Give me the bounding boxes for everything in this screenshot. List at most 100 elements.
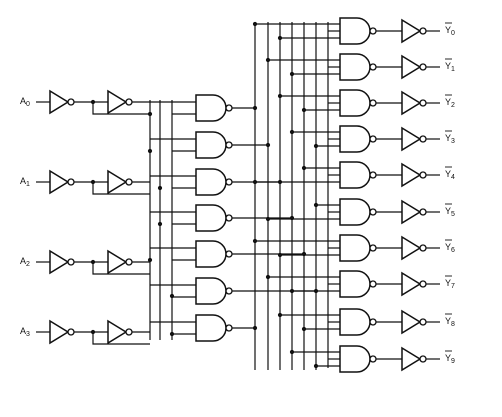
junction-dot (277, 252, 283, 258)
output-label-y9: Y9 (445, 353, 455, 365)
mid-nand-gate-0-bubble (225, 104, 233, 112)
labels: A0 A1 A2 A3 Y0 Y1 Y2 Y3 Y4 Y5 Y6 Y7 Y8 Y… (20, 22, 455, 365)
output-buffer-0 (401, 18, 422, 44)
junction-dot (313, 143, 319, 149)
junction-dot (289, 129, 295, 135)
inverter-2-a0 (107, 89, 128, 115)
junction-dot (277, 35, 283, 41)
junction-dot (252, 179, 258, 185)
input-label-a3: A3 (20, 326, 30, 338)
output-nand-gate-0 (339, 17, 371, 45)
output-buffer-4-bubble (419, 171, 427, 179)
mid-nand-gate-4 (195, 240, 227, 268)
complement-branch-a3 (92, 332, 150, 345)
output-nand-gate-3 (339, 125, 371, 153)
wiring (36, 21, 440, 370)
mid-nand-gate-2-bubble (225, 178, 233, 186)
output-label-y8: Y8 (445, 316, 455, 328)
complement-branch-a2 (92, 262, 150, 275)
mid-nand-gate-4-bubble (225, 250, 233, 258)
complement-branch-a1 (92, 182, 150, 195)
output-buffer-5-bubble (419, 208, 427, 216)
complement-branch-a0 (92, 102, 150, 115)
output-label-y5: Y5 (445, 206, 455, 218)
output-buffer-6-bubble (419, 244, 427, 252)
output-label-y1: Y1 (445, 61, 455, 73)
output-label-y4: Y4 (445, 169, 455, 181)
inverter-2-a3 (107, 319, 128, 345)
output-nand-gate-1 (339, 53, 371, 81)
output-nand-gate-8-bubble (369, 318, 377, 326)
mid-nand-gate-5 (195, 277, 227, 305)
gates (49, 17, 427, 373)
output-buffer-3 (401, 126, 422, 152)
output-nand-gate-4 (339, 161, 371, 189)
junction-dot (265, 57, 271, 63)
inverter-1-a2 (49, 249, 70, 275)
output-label-y0: Y0 (445, 25, 455, 37)
inverter-1-a2-bubble (67, 258, 75, 266)
output-nand-gate-3-bubble (369, 135, 377, 143)
inverter-1-a1 (49, 169, 70, 195)
inverter-2-a2-bubble (125, 258, 133, 266)
junction-dot (147, 257, 153, 263)
output-nand-gate-7 (339, 270, 371, 298)
mid-nand-gate-5-bubble (225, 287, 233, 295)
inverter-1-a3 (49, 319, 70, 345)
output-label-y3: Y3 (445, 133, 455, 145)
output-nand-gate-4-bubble (369, 171, 377, 179)
inverter-1-a3-bubble (67, 328, 75, 336)
output-nand-gate-0-bubble (369, 27, 377, 35)
junction-dot (313, 363, 319, 369)
output-nand-gate-2-bubble (369, 99, 377, 107)
junction-dot (147, 111, 153, 117)
output-buffer-8 (401, 309, 422, 335)
output-buffer-2 (401, 90, 422, 116)
junction-dot (301, 326, 307, 332)
junction-dot (289, 71, 295, 77)
inverter-1-a0 (49, 89, 70, 115)
output-buffer-7-bubble (419, 280, 427, 288)
junction-dot (252, 21, 258, 27)
input-label-a2: A2 (20, 256, 30, 268)
output-buffer-0-bubble (419, 27, 427, 35)
output-buffer-8-bubble (419, 318, 427, 326)
junction-dot (252, 105, 258, 111)
junction-dot (265, 274, 271, 280)
junction-dot (169, 331, 175, 337)
mid-nand-gate-3-bubble (225, 214, 233, 222)
junction-dot (157, 221, 163, 227)
junction-dot (301, 107, 307, 113)
inverter-2-a3-bubble (125, 328, 133, 336)
junction-dot (265, 142, 271, 148)
output-label-y2: Y2 (445, 97, 455, 109)
mid-nand-gate-1-bubble (225, 141, 233, 149)
junction-dot (157, 185, 163, 191)
junction-dot (277, 312, 283, 318)
mid-nand-gate-6-bubble (225, 324, 233, 332)
mid-nand-gate-3 (195, 204, 227, 232)
inverter-2-a2 (107, 249, 128, 275)
output-label-y7: Y7 (445, 278, 455, 290)
input-label-a0: A0 (20, 96, 30, 108)
junction-dot (313, 202, 319, 208)
inverter-1-a1-bubble (67, 178, 75, 186)
output-nand-gate-9-bubble (369, 355, 377, 363)
output-buffer-4 (401, 162, 422, 188)
output-nand-gate-9 (339, 345, 371, 373)
output-buffer-1-bubble (419, 63, 427, 71)
output-nand-gate-6-bubble (369, 244, 377, 252)
output-buffer-1 (401, 54, 422, 80)
mid-nand-gate-2 (195, 168, 227, 196)
junction-dot (147, 148, 153, 154)
output-label-y6: Y6 (445, 242, 455, 254)
junction-dot (289, 288, 295, 294)
output-buffer-3-bubble (419, 135, 427, 143)
output-nand-gate-8 (339, 308, 371, 336)
junction-dot (252, 238, 258, 244)
junction-dot (289, 349, 295, 355)
output-buffer-5 (401, 199, 422, 225)
inverter-2-a0-bubble (125, 98, 133, 106)
output-buffer-7 (401, 271, 422, 297)
